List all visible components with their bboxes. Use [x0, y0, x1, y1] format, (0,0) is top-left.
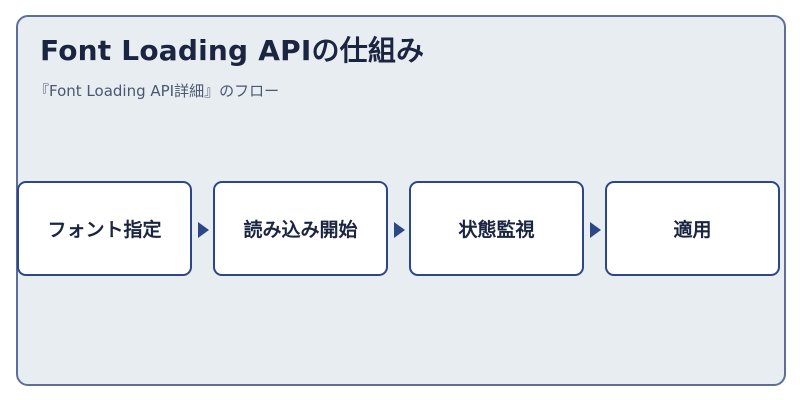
flow-step-label: 状態監視 — [458, 219, 535, 241]
flow-step-label: 読み込み開始 — [243, 219, 358, 241]
flow-step-label: フォント指定 — [47, 219, 162, 241]
page-title: Font Loading APIの仕組み — [40, 34, 425, 67]
arrow-right-icon — [590, 222, 601, 238]
flow-step-apply: 適用 — [605, 181, 780, 276]
flow-step-status-monitor: 状態監視 — [409, 181, 584, 276]
flow-step-load-start: 読み込み開始 — [213, 181, 388, 276]
page-subtitle: 『Font Loading API詳細』のフロー — [34, 82, 280, 100]
flow-step-label: 適用 — [673, 219, 712, 241]
arrow-right-icon — [394, 222, 405, 238]
arrow-right-icon — [198, 222, 209, 238]
flow-step-font-specify: フォント指定 — [17, 181, 192, 276]
